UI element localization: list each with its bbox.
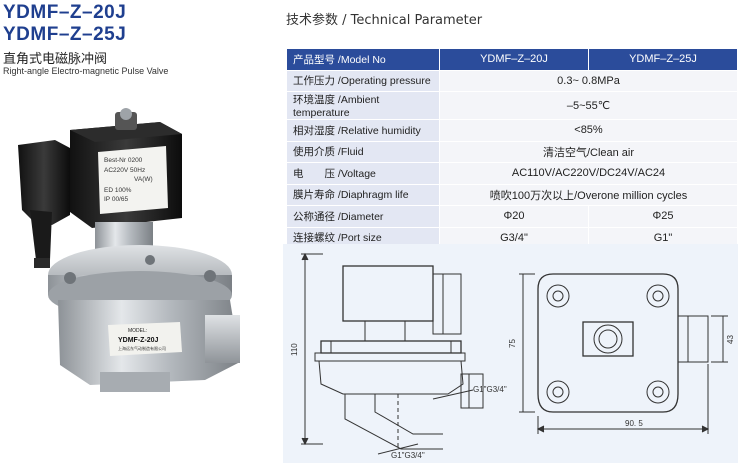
dim-height-110: 110: [290, 343, 299, 356]
side-view-drawing: [301, 252, 484, 455]
dim-width-90-5: 90. 5: [625, 419, 643, 428]
nameplate-line: Best-Nr 0200: [104, 157, 143, 164]
spec-label: 相对湿度 /Relative humidity: [286, 119, 440, 142]
technical-parameter-title: 技术参数 / Technical Parameter: [286, 13, 483, 28]
spec-table: 产品型号 /Model No YDMF–Z–20J YDMF–Z–25J 工作压…: [286, 48, 739, 249]
spec-row: 连接螺纹 /Port size G3/4" G1": [286, 226, 739, 249]
coil-nameplate: Best-Nr 0200 AC220V 50Hz VA(W) ED 100% I…: [98, 146, 168, 214]
spec-value-20j: Φ20: [439, 205, 589, 228]
spec-value: 清洁空气/Clean air: [439, 140, 738, 163]
connector-plug: [18, 140, 70, 268]
spec-row: 相对湿度 /Relative humidity <85%: [286, 119, 738, 142]
dimension-drawing-panel: 110 G1"G3/4" G1"G3/4": [283, 244, 738, 463]
spec-row: 工作压力 /Operating pressure 0.3~ 0.8MPa: [286, 69, 738, 92]
spec-row: 环境温度 /Ambient temperature –5~55℃: [286, 91, 738, 120]
spec-row: 公称通径 /Diameter Φ20 Φ25: [286, 205, 739, 228]
spec-row: 使用介质 /Fluid 清洁空气/Clean air: [286, 140, 738, 163]
nameplate-line: VA(W): [134, 176, 153, 183]
spec-label: 连接螺纹 /Port size: [286, 226, 440, 249]
port-label-side: G1"G3/4": [473, 385, 507, 394]
spec-label: 电 压 /Voltage: [286, 162, 440, 185]
valve-product-image: Best-Nr 0200 AC220V 50Hz VA(W) ED 100% I…: [18, 108, 240, 392]
model-title-20j: YDMF–Z–20J: [3, 2, 127, 23]
spec-label: 产品型号 /Model No: [286, 48, 440, 71]
spec-header-row: 产品型号 /Model No YDMF–Z–20J YDMF–Z–25J: [286, 48, 739, 71]
plate-maker: 上海远东气动制造有限公司: [118, 345, 166, 351]
product-title-chinese: 直角式电磁脉冲阀: [3, 52, 108, 67]
plate-model-value: YDMF-Z-20J: [118, 337, 159, 344]
nameplate-line: IP 00/65: [104, 196, 128, 203]
spec-label: 公称通径 /Diameter: [286, 205, 440, 228]
spec-value-20j: G3/4": [439, 226, 589, 249]
spec-value-25j: Φ25: [587, 205, 739, 228]
port-label-bottom: G1"G3/4": [391, 451, 425, 460]
spec-label: 环境温度 /Ambient temperature: [286, 91, 440, 120]
spec-row: 电 压 /Voltage AC110V/AC220V/DC24V/AC24: [286, 162, 738, 185]
spec-value: 喷吹100万次以上/Overone million cycles: [439, 183, 738, 206]
model-title-25j: YDMF–Z–25J: [3, 24, 127, 45]
dim-side-43: 43: [726, 335, 735, 344]
spec-label: 使用介质 /Fluid: [286, 140, 440, 163]
spec-value: <85%: [439, 119, 738, 142]
dim-front-height-75: 75: [508, 339, 517, 348]
plate-model-label: MODEL:: [128, 328, 147, 334]
spec-row: 膜片寿命 /Diaphragm life 喷吹100万次以上/Overone m…: [286, 183, 738, 206]
front-view-drawing: [519, 273, 728, 434]
nameplate-line: ED 100%: [104, 187, 132, 194]
spec-value: –5~55℃: [439, 91, 738, 120]
spec-value: AC110V/AC220V/DC24V/AC24: [439, 162, 738, 185]
spec-value-25j: G1": [587, 226, 739, 249]
spec-model-20j: YDMF–Z–20J: [439, 48, 589, 71]
body-model-plate: MODEL: YDMF-Z-20J 上海远东气动制造有限公司: [108, 322, 182, 356]
nameplate-line: AC220V 50Hz: [104, 167, 145, 174]
spec-label: 工作压力 /Operating pressure: [286, 69, 440, 92]
product-title-english: Right-angle Electro-magnetic Pulse Valve: [3, 66, 169, 76]
dimension-drawing: 110 G1"G3/4" G1"G3/4": [290, 252, 735, 460]
spec-model-25j: YDMF–Z–25J: [587, 48, 739, 71]
spec-value: 0.3~ 0.8MPa: [439, 69, 738, 92]
spec-label: 膜片寿命 /Diaphragm life: [286, 183, 440, 206]
